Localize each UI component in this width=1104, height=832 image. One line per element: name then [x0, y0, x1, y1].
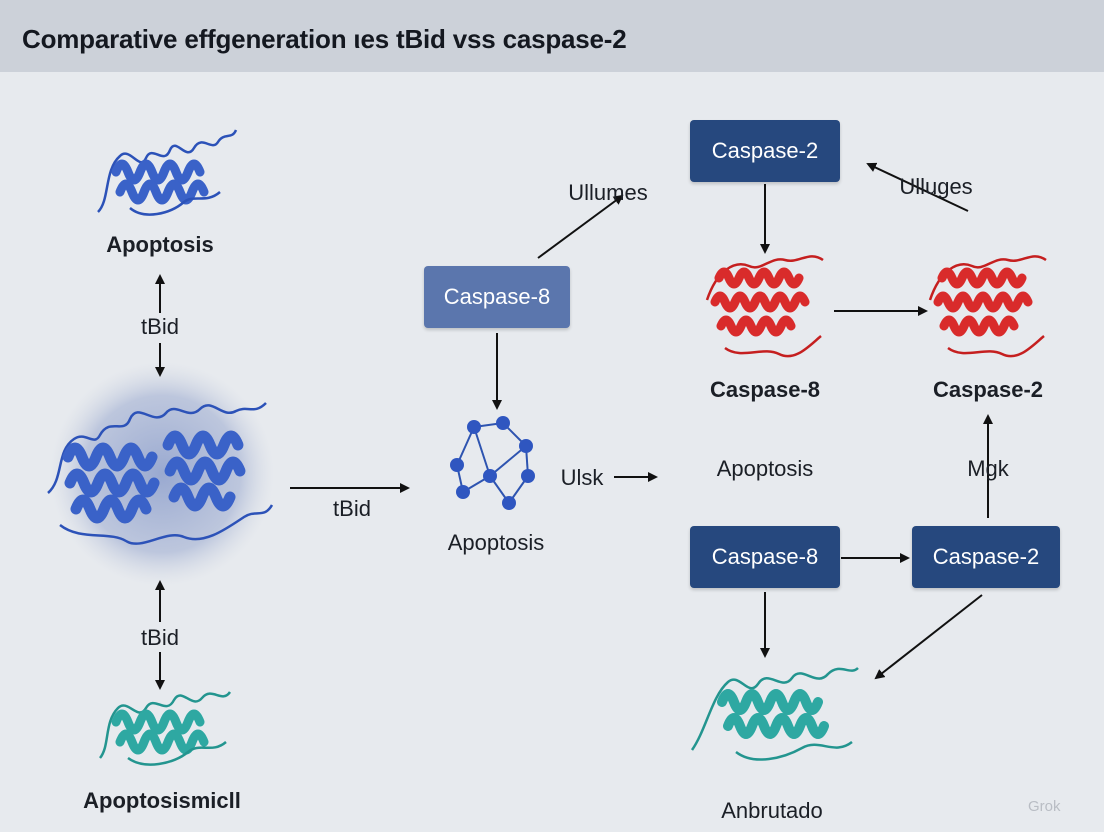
ulsk-label: Ulsk — [560, 465, 604, 490]
teal-protein-icon — [690, 666, 859, 761]
page-title: Comparative effgeneration ιes tBid vss c… — [22, 24, 627, 54]
protein-halo — [50, 362, 274, 586]
apoptosis-right-label: Apoptosis — [716, 456, 814, 481]
apoptosis-bottom-label: Apoptosismicll — [83, 788, 241, 813]
caspase-8-protein-label: Caspase-8 — [709, 377, 821, 402]
teal-protein-icon — [98, 691, 232, 766]
tbid-right-label: tBid — [333, 496, 371, 521]
red-protein-icon — [928, 255, 1047, 358]
caspase-8-box-middle: Caspase-8 — [424, 266, 570, 328]
header-bar — [0, 0, 1104, 72]
tbid-lower-label: tBid — [141, 625, 179, 650]
arrow-icon — [537, 194, 624, 259]
grok-watermark: Grok — [1028, 798, 1061, 815]
red-protein-icon — [705, 255, 824, 358]
caspase-2-box-top: Caspase-2 — [690, 120, 840, 182]
molecule-network-icon — [450, 416, 535, 510]
arrow-icon — [866, 162, 969, 212]
apoptosis-top-label: Apoptosis — [106, 232, 214, 257]
anbrutado-label: Anbrutado — [721, 798, 823, 823]
blue-protein-complex-icon — [47, 402, 274, 545]
mgk-label: Mgk — [967, 456, 1009, 481]
caspase-2-box-bottom: Caspase-2 — [912, 526, 1060, 588]
arrow-icon — [874, 594, 983, 680]
apoptosis-network-label: Apoptosis — [447, 530, 545, 555]
ullumes-label: Ullumes — [568, 180, 648, 205]
blue-protein-icon — [97, 129, 238, 216]
tbid-upper-label: tBid — [141, 314, 179, 339]
caspase-8-box-bottom: Caspase-8 — [690, 526, 840, 588]
ulluges-label: Ulluges — [899, 174, 973, 199]
caspase-2-protein-label: Caspase-2 — [932, 377, 1044, 402]
